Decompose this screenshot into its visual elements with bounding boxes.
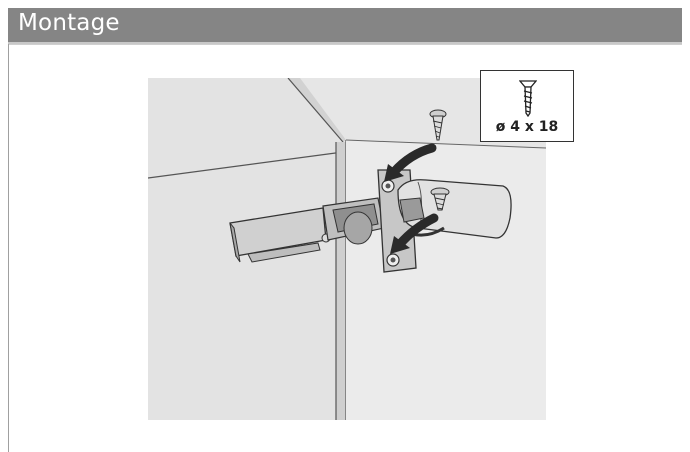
loose-screw-icon: [429, 109, 447, 141]
screw-icon: [430, 187, 450, 211]
screw-spec-callout: ø 4 x 18: [480, 70, 574, 142]
screw-spec-label: ø 4 x 18: [495, 119, 559, 135]
content-panel: [8, 44, 682, 452]
hinge-arm: [322, 197, 385, 245]
hinge-cup: [229, 207, 331, 263]
countersunk-screw-icon: [519, 80, 537, 117]
section-header: Montage: [8, 8, 682, 44]
header-divider: [8, 44, 682, 45]
section-title: Montage: [18, 10, 120, 36]
arrow-icon: [384, 143, 439, 254]
hinge-mounting-illustration: [148, 78, 546, 420]
